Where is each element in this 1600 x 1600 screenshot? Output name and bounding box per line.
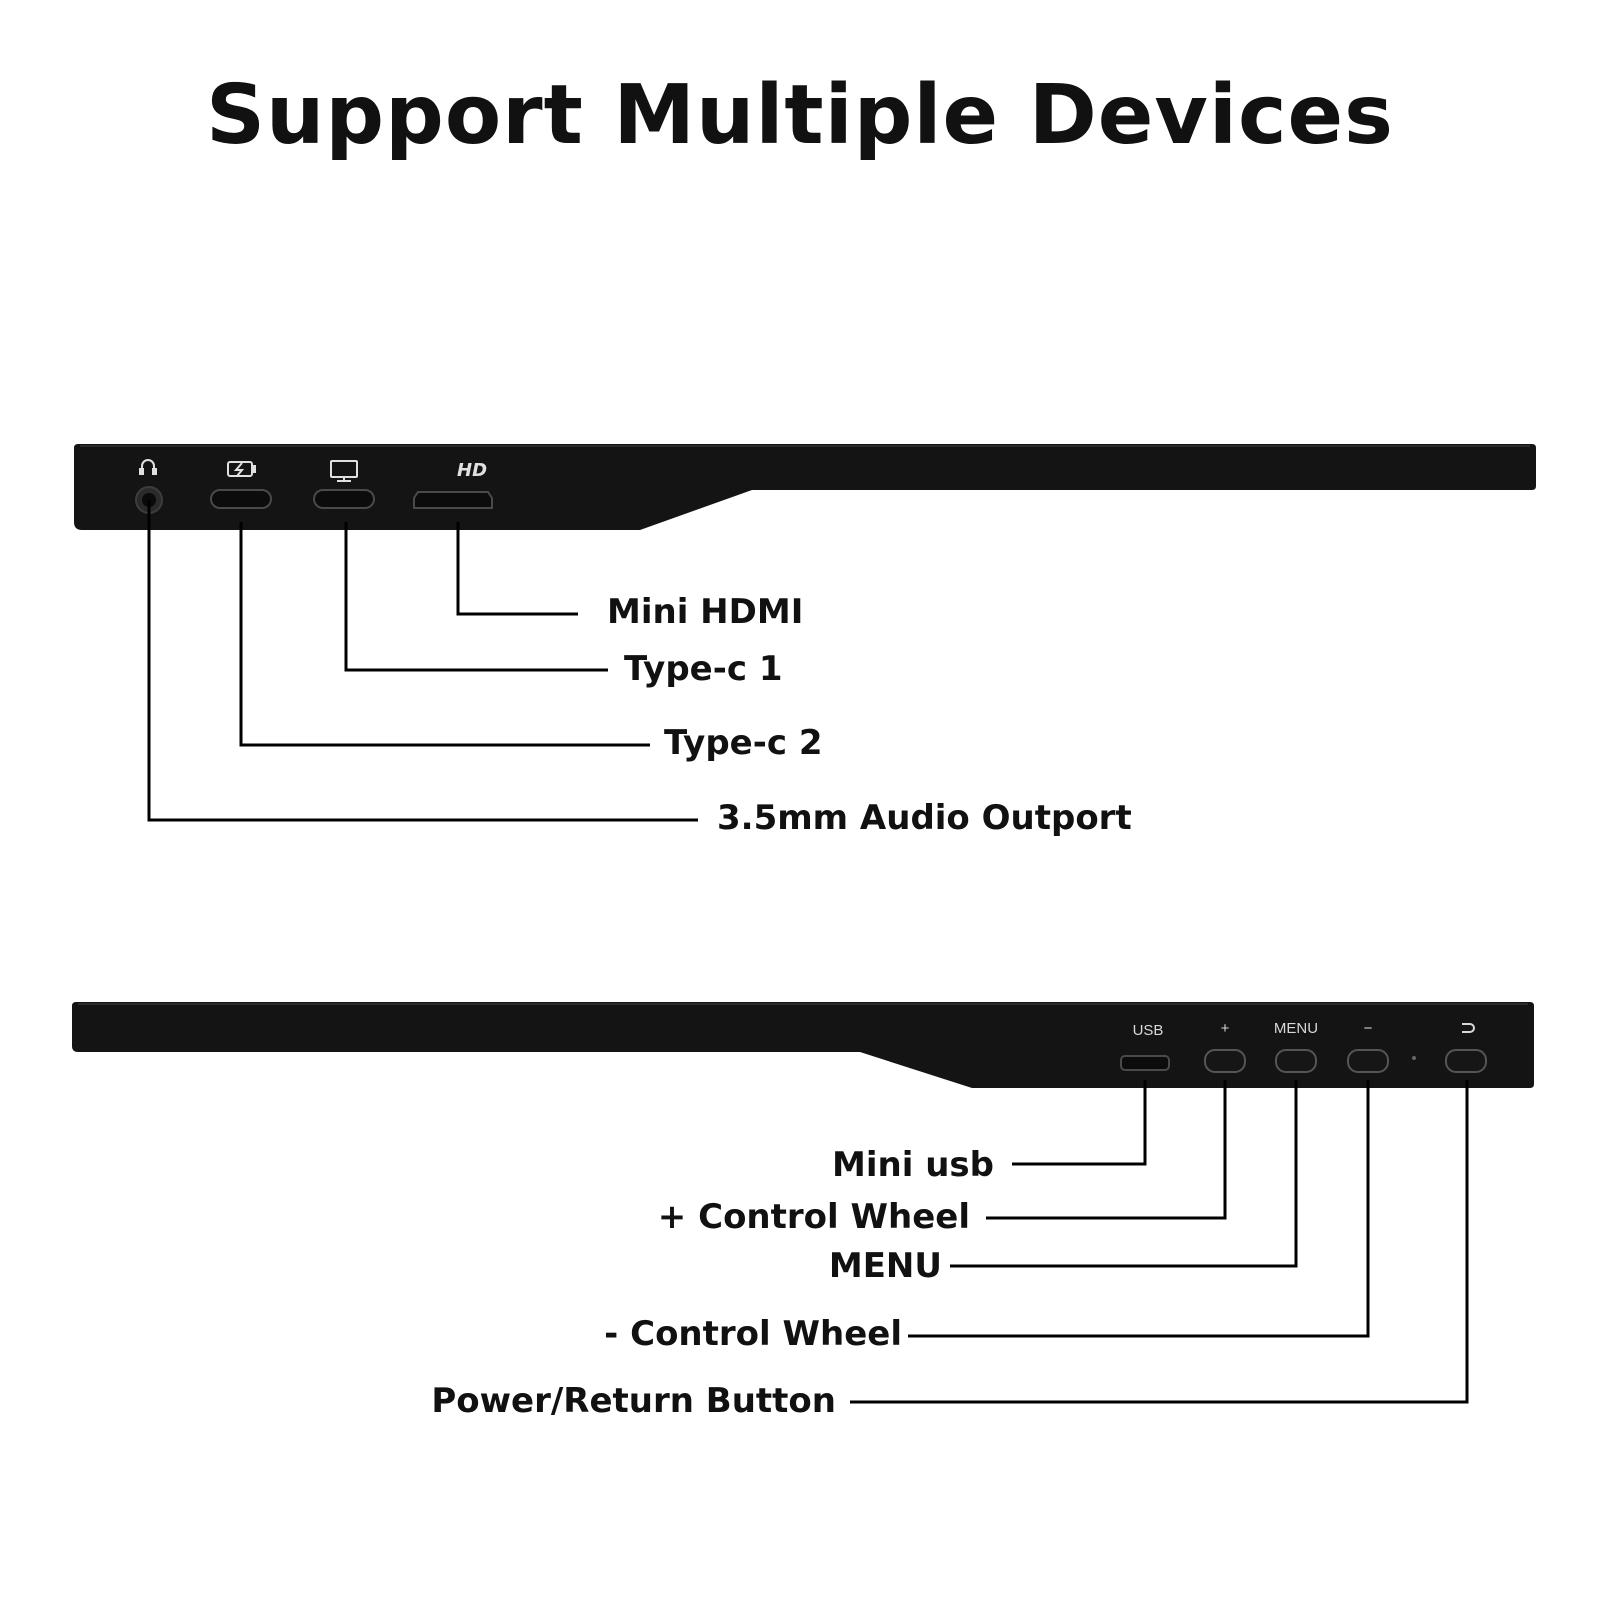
label-mini-usb: Mini usb [832, 1145, 994, 1185]
menu-button [1275, 1049, 1317, 1073]
battery-charging-icon [227, 461, 256, 477]
hd-icon: HD [457, 460, 487, 481]
plus-port-label: + [1221, 1020, 1230, 1037]
label-minus-control-wheel: - Control Wheel [604, 1314, 902, 1354]
monitor-icon [330, 460, 358, 482]
label-power-return-button: Power/Return Button [431, 1381, 836, 1421]
plus-button [1204, 1049, 1246, 1073]
top-device-body [74, 444, 1536, 530]
minus-port-label: − [1364, 1020, 1373, 1037]
typec1-port [313, 489, 375, 509]
label-typec1: Type-c 1 [624, 649, 782, 689]
minus-button [1347, 1049, 1389, 1073]
indicator-light [1412, 1056, 1416, 1060]
mini-usb-port [1120, 1055, 1170, 1071]
page-title: Support Multiple Devices [206, 68, 1394, 163]
label-audio-outport: 3.5mm Audio Outport [717, 798, 1132, 838]
label-menu: MENU [829, 1246, 942, 1286]
headphone-icon [139, 459, 157, 475]
top-device: HD [74, 444, 1536, 530]
bottom-device: USB + MENU − [72, 1002, 1534, 1088]
power-button [1445, 1049, 1487, 1073]
bottom-device-body [72, 1002, 1534, 1088]
bottom-leader-lines [850, 1080, 1469, 1404]
top-leader-lines [147, 500, 698, 822]
power-return-icon [1462, 1023, 1475, 1033]
mini-hdmi-port [413, 491, 493, 509]
menu-port-label: MENU [1274, 1020, 1318, 1037]
typec2-port [210, 489, 272, 509]
label-plus-control-wheel: + Control Wheel [658, 1197, 970, 1237]
label-mini-hdmi: Mini HDMI [607, 592, 803, 632]
label-typec2: Type-c 2 [664, 723, 822, 763]
usb-port-label: USB [1133, 1022, 1164, 1039]
